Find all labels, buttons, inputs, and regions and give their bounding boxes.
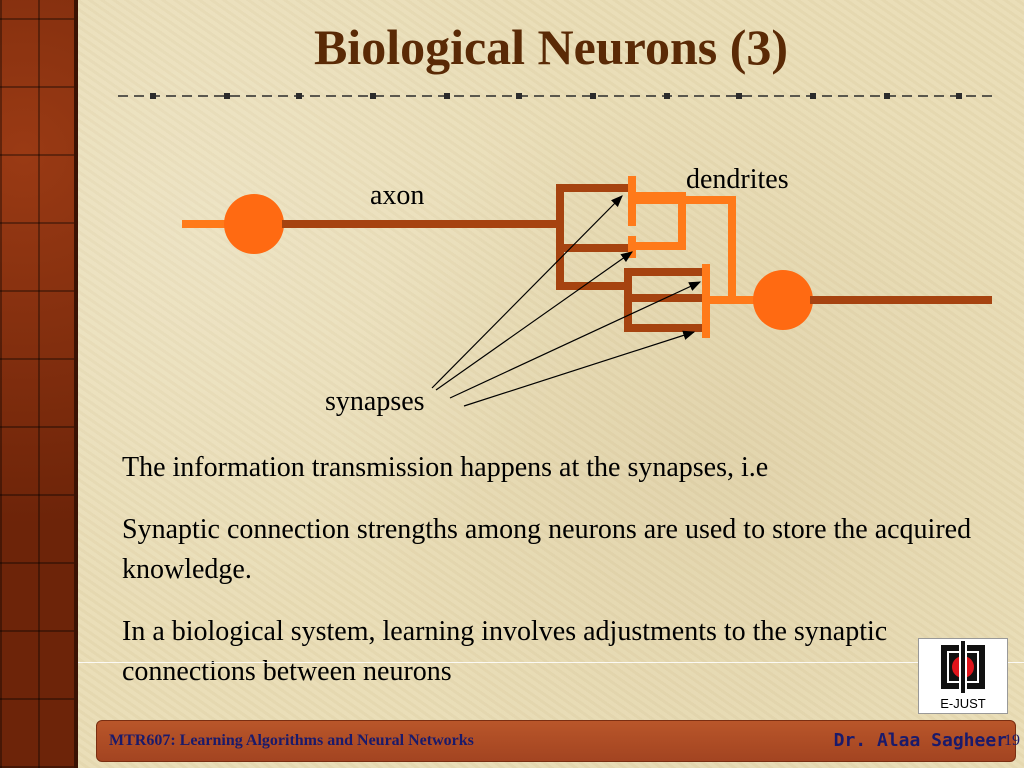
title-divider: [118, 93, 993, 99]
footer-divider: [78, 662, 1024, 663]
slide-title: Biological Neurons (3): [313, 19, 789, 75]
decorative-side-strip: [0, 0, 78, 768]
dendrites: [628, 176, 756, 338]
body-paragraph-3: In a biological system, learning involve…: [122, 616, 888, 687]
synapse-arrows: [431, 195, 702, 407]
university-logo: E-JUST: [918, 638, 1008, 714]
presynaptic-neuron-body: [224, 194, 284, 254]
page-number: 19: [1004, 732, 1020, 749]
logo-emblem-icon: [941, 639, 985, 695]
postsynaptic-neuron-body: [753, 270, 813, 330]
logo-caption: E-JUST: [940, 696, 986, 711]
axon-label: axon: [370, 180, 425, 211]
synapses-label: synapses: [325, 386, 425, 417]
footer-bar: MTR607: Learning Algorithms and Neural N…: [96, 720, 1016, 762]
dendrites-label: dendrites: [686, 164, 789, 195]
body-paragraph-1: The information transmission happens at …: [122, 452, 769, 483]
body-paragraph-2: Synaptic connection strengths among neur…: [122, 514, 972, 585]
course-name: MTR607: Learning Algorithms and Neural N…: [109, 732, 474, 749]
author-name: Dr. Alaa Sagheer: [833, 730, 1007, 751]
neuron-diagram: [182, 176, 992, 407]
